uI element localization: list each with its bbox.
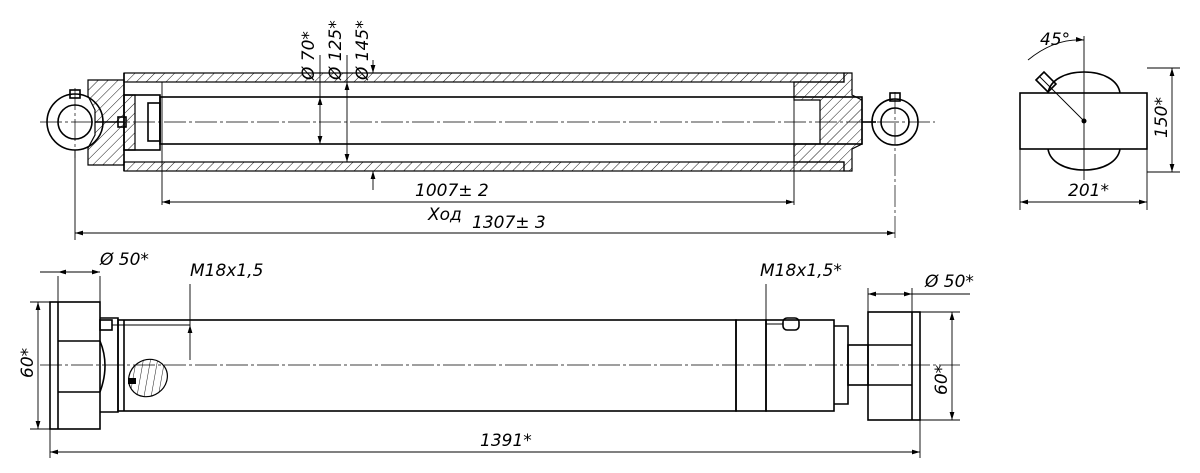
dim-d50-left: Ø 50* <box>99 250 149 270</box>
dim-stroke-value: 1007± 2 <box>415 181 489 201</box>
side-nipple <box>1034 70 1058 94</box>
dim-thread-right: M18x1,5* <box>760 261 842 281</box>
left-nipple <box>99 319 113 331</box>
gland-housing <box>735 319 767 412</box>
barrel-wall-bottom <box>123 161 845 172</box>
dim-d70: Ø 70* <box>299 31 319 81</box>
dim-angle: 45° <box>1040 30 1070 50</box>
dim-d145: Ø 145* <box>353 20 373 81</box>
dim-d125: Ø 125* <box>326 20 346 81</box>
dim-height-side: 150* <box>1152 97 1172 138</box>
dim-total-top: 1307± 3 <box>472 213 546 233</box>
right-gland-section <box>793 72 863 172</box>
barrel-body <box>117 319 737 412</box>
section-cutout <box>128 358 168 398</box>
dim-stroke-word: Ход <box>427 205 462 225</box>
dim-thread-left: M18x1,5 <box>190 261 263 281</box>
dim-h60-right: 60* <box>932 365 952 395</box>
dim-width-side: 201* <box>1068 181 1109 201</box>
right-eye-block <box>867 311 921 421</box>
dim-d50-right: Ø 50* <box>924 272 974 292</box>
left-eye-block <box>49 301 101 430</box>
side-body-rect <box>1019 92 1148 150</box>
piston-rod <box>159 96 863 145</box>
dim-h60-left: 60* <box>18 348 38 378</box>
top-sectional-view: Ø 70* Ø 125* Ø 145* 1007± 2 Ход 1307± 3 <box>40 20 935 240</box>
barrel-wall-top <box>123 72 845 83</box>
left-eye-nipple <box>69 89 81 99</box>
dim-total-bottom: 1391* <box>480 431 532 451</box>
bottom-external-view: M18x1,5 M18x1,5* Ø 50* Ø 50* 60* 60* 139… <box>18 250 974 458</box>
right-eye-nipple <box>889 92 901 102</box>
side-view: 45° 150* 201* <box>1019 30 1180 210</box>
